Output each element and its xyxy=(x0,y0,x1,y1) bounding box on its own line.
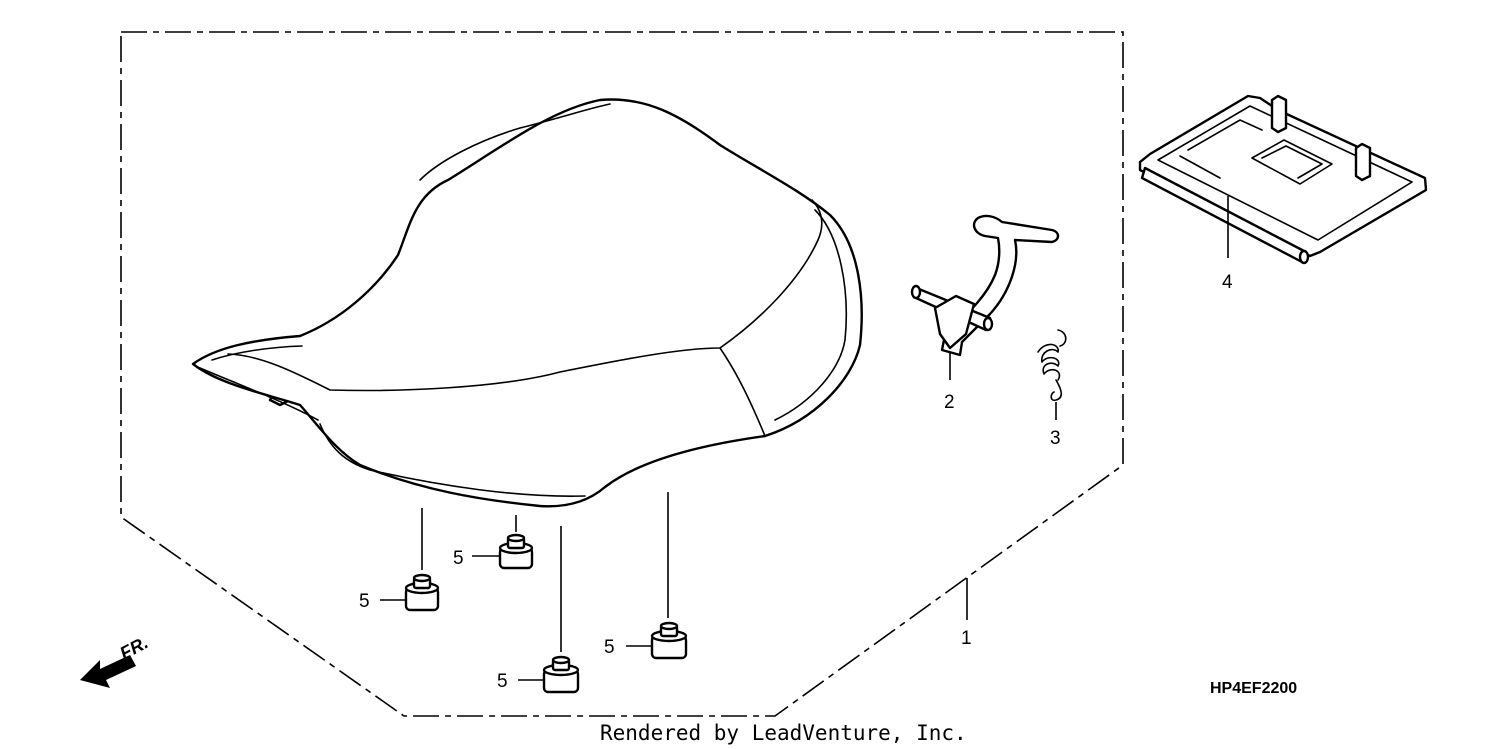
seat-cushion-d[interactable] xyxy=(650,621,688,660)
spring-part[interactable] xyxy=(1037,329,1067,402)
seat-hook-part[interactable] xyxy=(910,214,1060,357)
assembly-boundary xyxy=(120,31,1124,717)
callout-5-d: 5 xyxy=(604,637,615,658)
footer-credit: Rendered by LeadVenture, Inc. xyxy=(600,721,967,745)
callout-5-c: 5 xyxy=(497,671,508,692)
callout-5-a: 5 xyxy=(359,591,370,612)
callout-5-b: 5 xyxy=(453,548,464,569)
seat-part[interactable] xyxy=(191,98,863,508)
front-direction-label: FR. xyxy=(116,632,151,663)
seat-cushion-b[interactable] xyxy=(498,533,534,570)
front-direction-arrow-icon: FR. xyxy=(80,632,151,688)
callout-2: 2 xyxy=(944,392,955,413)
callout-3: 3 xyxy=(1050,428,1061,449)
seat-tray-part[interactable] xyxy=(1138,94,1428,265)
seat-cushion-c[interactable] xyxy=(542,655,580,694)
diagram-code: HP4EF2200 xyxy=(1210,680,1297,697)
seat-cushion-a[interactable] xyxy=(404,573,440,612)
callout-1: 1 xyxy=(961,628,972,649)
callout-4: 4 xyxy=(1222,272,1233,293)
